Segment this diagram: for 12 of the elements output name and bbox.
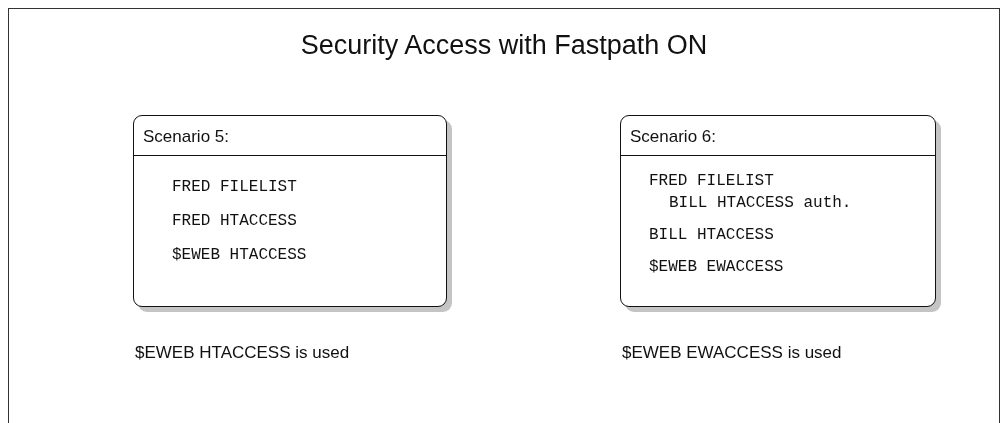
- result-caption: $EWEB HTACCESS is used: [135, 343, 350, 363]
- access-entry: $EWEB EWACCESS: [649, 258, 784, 276]
- access-entry: FRED HTACCESS: [172, 212, 297, 230]
- card-heading: Scenario 5:: [134, 116, 446, 156]
- card-heading: Scenario 6:: [621, 116, 935, 156]
- access-entry: $EWEB HTACCESS: [172, 246, 307, 264]
- access-entry: BILL HTACCESS auth.: [669, 194, 852, 212]
- access-entry: FRED FILELIST: [649, 172, 774, 190]
- access-entry: FRED FILELIST: [172, 178, 297, 196]
- diagram-title: Security Access with Fastpath ON: [299, 30, 709, 61]
- access-entry: BILL HTACCESS: [649, 226, 774, 244]
- result-caption: $EWEB EWACCESS is used: [622, 343, 842, 363]
